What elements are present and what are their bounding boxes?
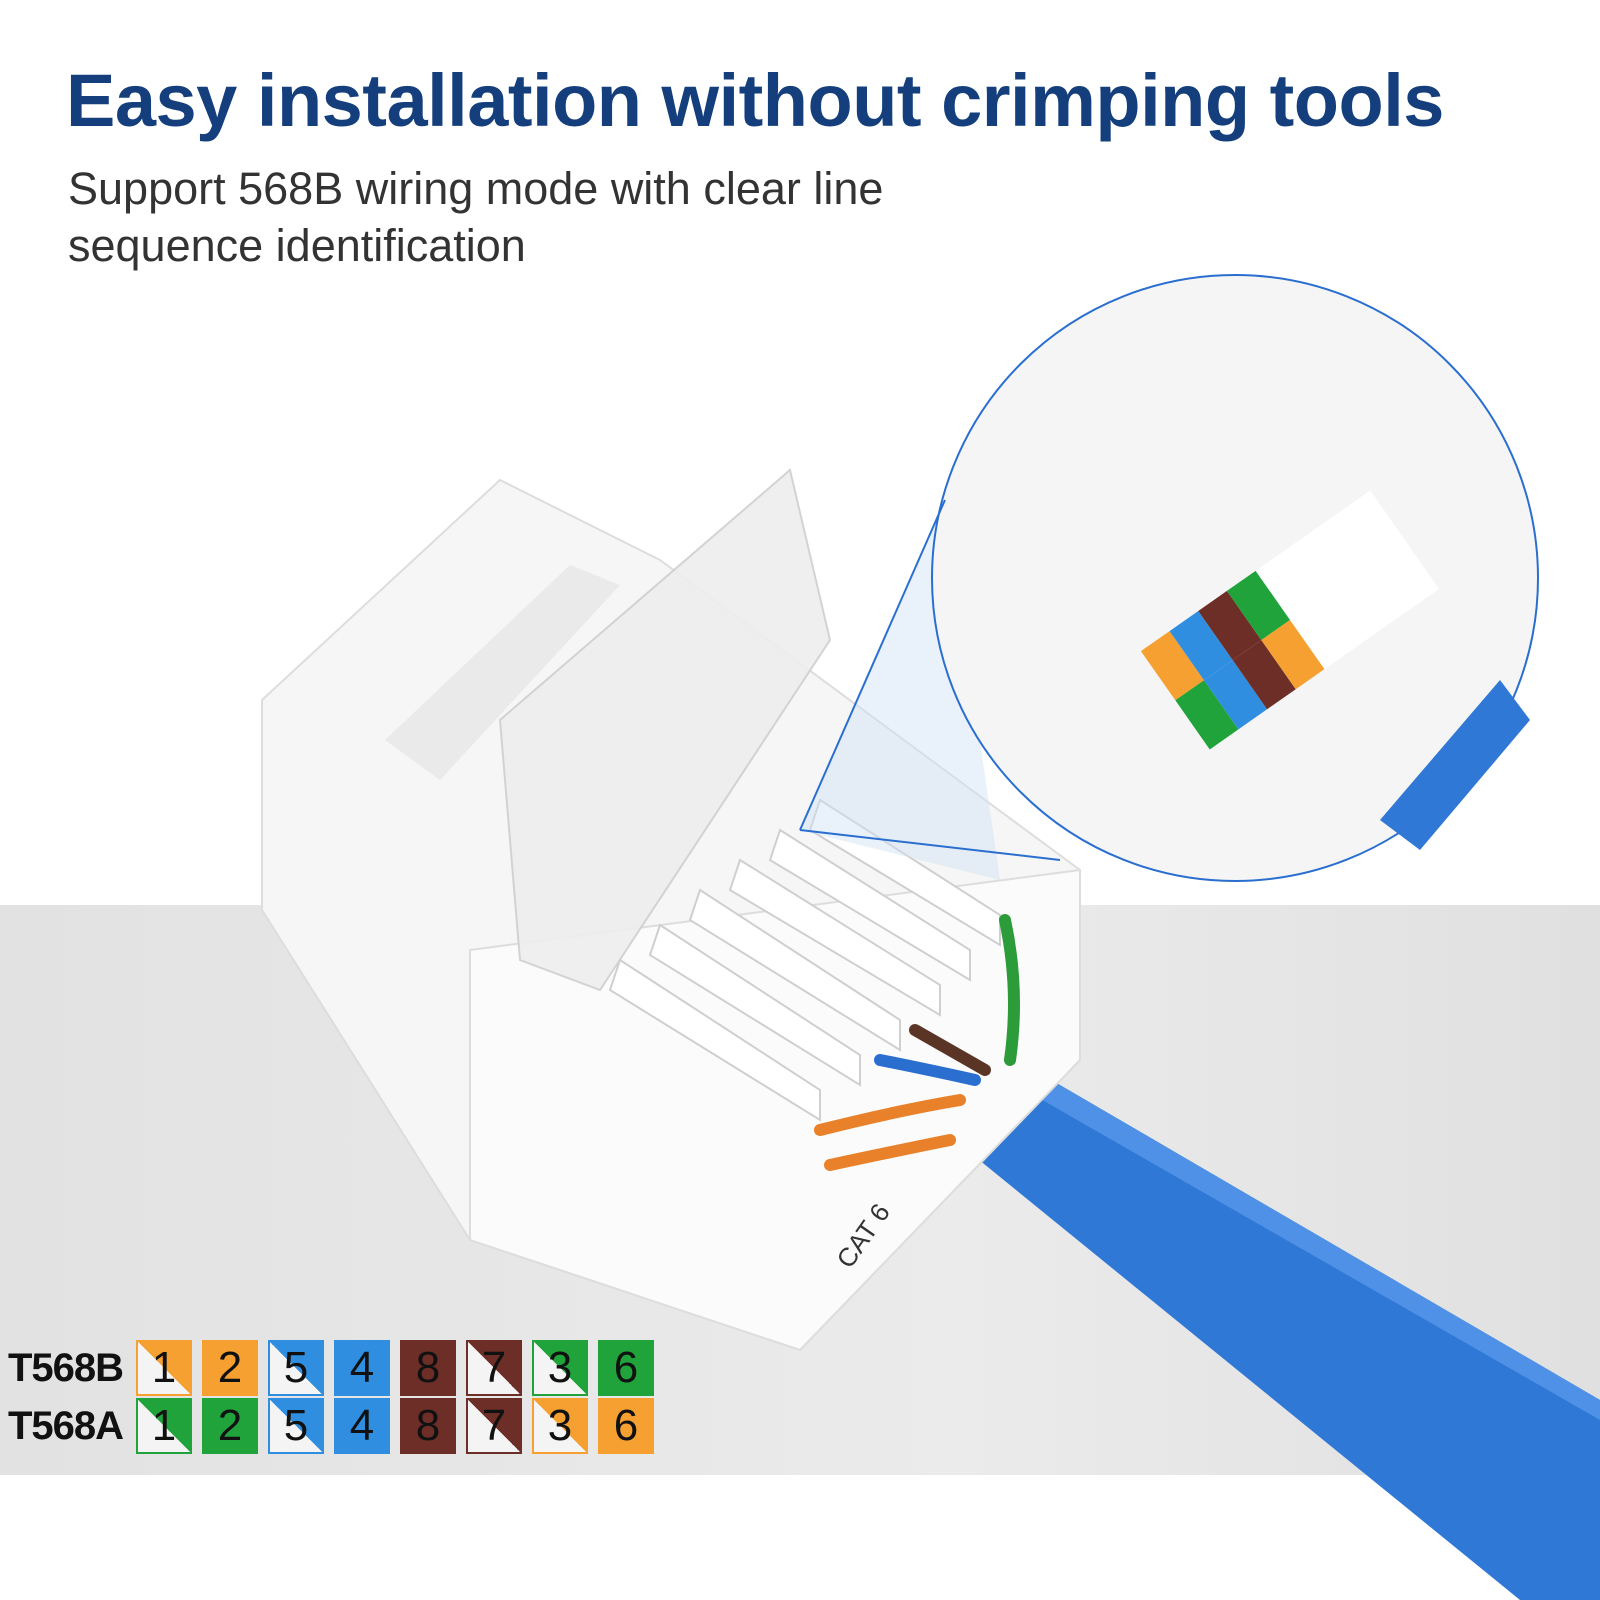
pin-swatch: 8 <box>400 1340 456 1396</box>
zoomed-color-code-label <box>1140 490 1440 750</box>
pin-swatch: 7 <box>466 1340 522 1396</box>
pin-number: 7 <box>481 1401 507 1450</box>
pin-swatch: 2 <box>202 1340 258 1396</box>
pin-swatch: 4 <box>334 1398 390 1454</box>
pin-swatch: 4 <box>334 1340 390 1396</box>
pin-swatch: 8 <box>400 1398 456 1454</box>
pin-number: 2 <box>217 1343 243 1392</box>
pin-swatch: 1 <box>136 1398 192 1454</box>
pin-number: 4 <box>349 1343 375 1392</box>
pin-number: 8 <box>415 1401 441 1450</box>
pin-swatch: 7 <box>466 1398 522 1454</box>
pin-swatch: 3 <box>532 1340 588 1396</box>
pin-number: 6 <box>613 1401 639 1450</box>
pin-swatch: 5 <box>268 1340 324 1396</box>
pin-swatch: 5 <box>268 1398 324 1454</box>
pin-number: 8 <box>415 1343 441 1392</box>
blue-cable <box>930 1050 1600 1600</box>
pin-number: 4 <box>349 1401 375 1450</box>
page-subtitle: Support 568B wiring mode with clear line… <box>68 163 884 271</box>
pin-swatch: 2 <box>202 1398 258 1454</box>
pin-number: 7 <box>481 1343 507 1392</box>
standard-label: T568A <box>8 1403 124 1448</box>
pin-swatch: 6 <box>598 1340 654 1396</box>
standard-label: T568B <box>8 1345 124 1390</box>
pin-number: 1 <box>151 1401 177 1450</box>
pin-number: 6 <box>613 1343 639 1392</box>
page-title: Easy installation without crimping tools <box>66 59 1444 142</box>
pin-number: 3 <box>547 1401 573 1450</box>
pin-swatch: 6 <box>598 1398 654 1454</box>
pin-number: 1 <box>151 1343 177 1392</box>
pin-number: 5 <box>283 1343 309 1392</box>
pin-swatch: 1 <box>136 1340 192 1396</box>
pin-number: 5 <box>283 1401 309 1450</box>
pin-number: 3 <box>547 1343 573 1392</box>
magnifier-circle <box>931 274 1539 882</box>
pin-swatch: 3 <box>532 1398 588 1454</box>
pin-number: 2 <box>217 1401 243 1450</box>
jack-lid <box>498 468 832 992</box>
